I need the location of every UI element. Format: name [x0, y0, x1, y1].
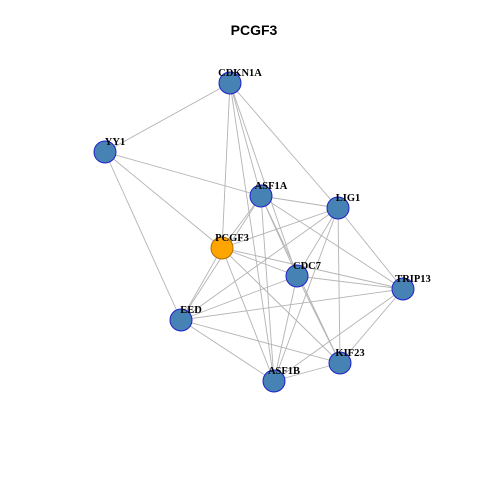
edge-asf1a-asf1b	[260, 195, 275, 382]
edge-cdc7-asf1b	[273, 275, 298, 382]
edge-yy1-pcgf3	[104, 151, 223, 249]
edge-trip13-kif23	[339, 288, 404, 364]
edge-eed-asf1b	[180, 319, 275, 382]
node-trip13	[391, 277, 415, 301]
edge-trip13-asf1b	[273, 288, 404, 382]
node-label-trip13: TRIP13	[395, 274, 431, 285]
node-label-lig1: LIG1	[336, 193, 361, 204]
edge-cdkn1a-pcgf3	[221, 82, 231, 249]
node-label-yy1: YY1	[105, 137, 125, 148]
edge-yy1-asf1a	[104, 151, 262, 197]
node-cdkn1a	[218, 71, 242, 95]
edge-pcgf3-asf1b	[221, 247, 275, 382]
edge-pcgf3-kif23	[221, 247, 341, 364]
edge-cdc7-eed	[180, 275, 298, 321]
edge-cdkn1a-lig1	[229, 82, 339, 209]
nodes-layer	[93, 71, 415, 393]
edge-lig1-trip13	[337, 207, 404, 290]
node-label-cdc7: CDC7	[293, 261, 321, 272]
node-label-cdkn1a: CDKN1A	[218, 68, 262, 79]
edge-pcgf3-cdc7	[221, 247, 298, 277]
edge-trip13-eed	[180, 288, 404, 321]
edge-pcgf3-trip13	[221, 247, 404, 290]
node-label-kif23: KIF23	[335, 348, 364, 359]
edge-cdc7-trip13	[296, 275, 404, 290]
edge-lig1-eed	[180, 207, 339, 321]
edge-yy1-eed	[104, 151, 182, 321]
edge-lig1-pcgf3	[221, 207, 339, 249]
node-label-pcgf3: PCGF3	[215, 233, 249, 244]
edge-asf1a-trip13	[260, 195, 404, 290]
edge-yy1-cdkn1a	[104, 82, 231, 153]
node-asf1a	[249, 184, 273, 208]
node-label-eed: EED	[180, 305, 202, 316]
node-eed	[169, 308, 193, 332]
graph-title: PCGF3	[231, 22, 278, 38]
edge-cdkn1a-cdc7	[229, 82, 298, 277]
edge-asf1a-lig1	[260, 195, 339, 209]
edge-lig1-cdc7	[296, 207, 339, 277]
edge-cdkn1a-asf1b	[229, 82, 275, 382]
node-label-asf1b: ASF1B	[268, 366, 300, 377]
node-kif23	[328, 351, 352, 375]
node-cdc7	[285, 264, 309, 288]
node-pcgf3	[210, 236, 234, 260]
edge-eed-kif23	[180, 319, 341, 364]
node-lig1	[326, 196, 350, 220]
edge-cdc7-kif23	[296, 275, 341, 364]
edge-lig1-kif23	[337, 207, 341, 364]
node-asf1b	[262, 369, 286, 393]
edge-pcgf3-eed	[180, 247, 223, 321]
edge-cdkn1a-asf1a	[229, 82, 262, 197]
node-yy1	[93, 140, 117, 164]
node-label-asf1a: ASF1A	[255, 181, 288, 192]
